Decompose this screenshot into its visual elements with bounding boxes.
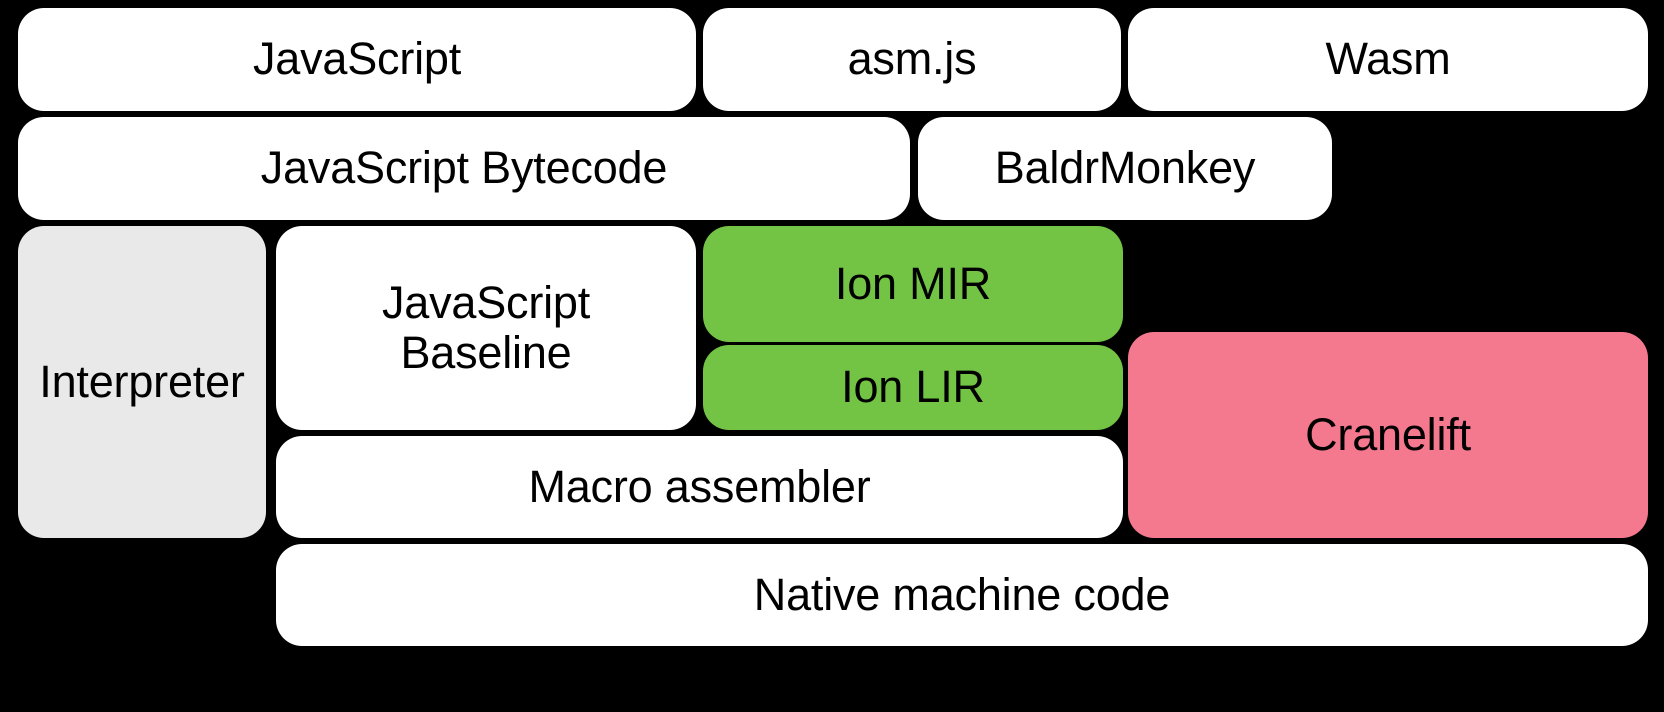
- node-interpreter: Interpreter: [18, 226, 266, 538]
- node-native-machine-code: Native machine code: [276, 544, 1648, 646]
- node-ion-mir: Ion MIR: [703, 226, 1123, 342]
- node-macro-assembler: Macro assembler: [276, 436, 1123, 538]
- node-cranelift: Cranelift: [1128, 332, 1648, 538]
- node-wasm: Wasm: [1128, 8, 1648, 111]
- node-asmjs: asm.js: [703, 8, 1121, 111]
- node-baldrmonkey: BaldrMonkey: [918, 117, 1332, 220]
- node-javascript-baseline: JavaScript Baseline: [276, 226, 696, 430]
- node-javascript: JavaScript: [18, 8, 696, 111]
- node-ion-lir: Ion LIR: [703, 345, 1123, 430]
- node-javascript-bytecode: JavaScript Bytecode: [18, 117, 910, 220]
